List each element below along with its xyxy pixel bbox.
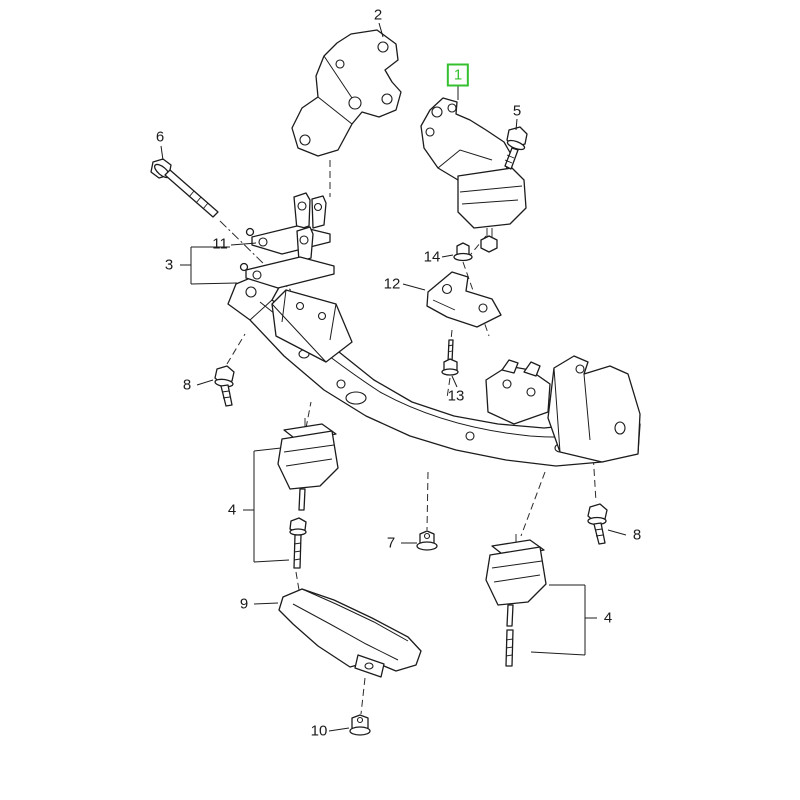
part-1-insulator (457, 167, 527, 253)
callout-4-right[interactable]: 4 (603, 609, 613, 627)
callout-11[interactable]: 11 (212, 235, 228, 253)
crossmember-end-bracket (547, 355, 641, 463)
callout-3[interactable]: 3 (164, 256, 174, 274)
part-8-bolt-left (214, 365, 235, 407)
callout-6[interactable]: 6 (155, 128, 165, 146)
part-10-nut (349, 714, 371, 736)
callout-2[interactable]: 2 (373, 6, 383, 24)
callout-1[interactable]: 1 (446, 63, 470, 87)
callout-12[interactable]: 12 (383, 275, 401, 293)
crossmember-mount-pad (485, 359, 551, 425)
callout-13[interactable]: 13 (447, 387, 465, 405)
part-7-nut (416, 530, 438, 551)
part-6-bolt (150, 158, 219, 218)
part-14-nut (453, 242, 473, 262)
insulator-stud-nut (480, 235, 498, 253)
callout-5[interactable]: 5 (512, 102, 522, 120)
part-9-support-bar (278, 588, 422, 678)
part-4-mount-left-bolt (289, 517, 307, 569)
part-2-engine-bracket (291, 29, 402, 157)
crossmember-platform (271, 289, 353, 363)
part-4-mount-right-stud (505, 629, 514, 667)
callout-8-right[interactable]: 8 (632, 526, 642, 544)
part-13-stud (441, 339, 459, 376)
callout-7[interactable]: 7 (386, 534, 396, 552)
leader-lines (160, 22, 627, 732)
part-12-bracket (426, 271, 502, 328)
callout-4-left[interactable]: 4 (227, 501, 237, 519)
part-8-bolt-right (587, 503, 608, 545)
part-3-bracket-lower (239, 226, 335, 289)
callout-8-left[interactable]: 8 (182, 376, 192, 394)
part-4-mount-right (485, 534, 547, 627)
part-11-bracket (245, 192, 331, 255)
callout-9[interactable]: 9 (239, 595, 249, 613)
callout-14[interactable]: 14 (423, 248, 441, 266)
part-5-bolt (504, 126, 528, 170)
part-4-mount-left (277, 418, 339, 511)
callout-10[interactable]: 10 (310, 722, 328, 740)
